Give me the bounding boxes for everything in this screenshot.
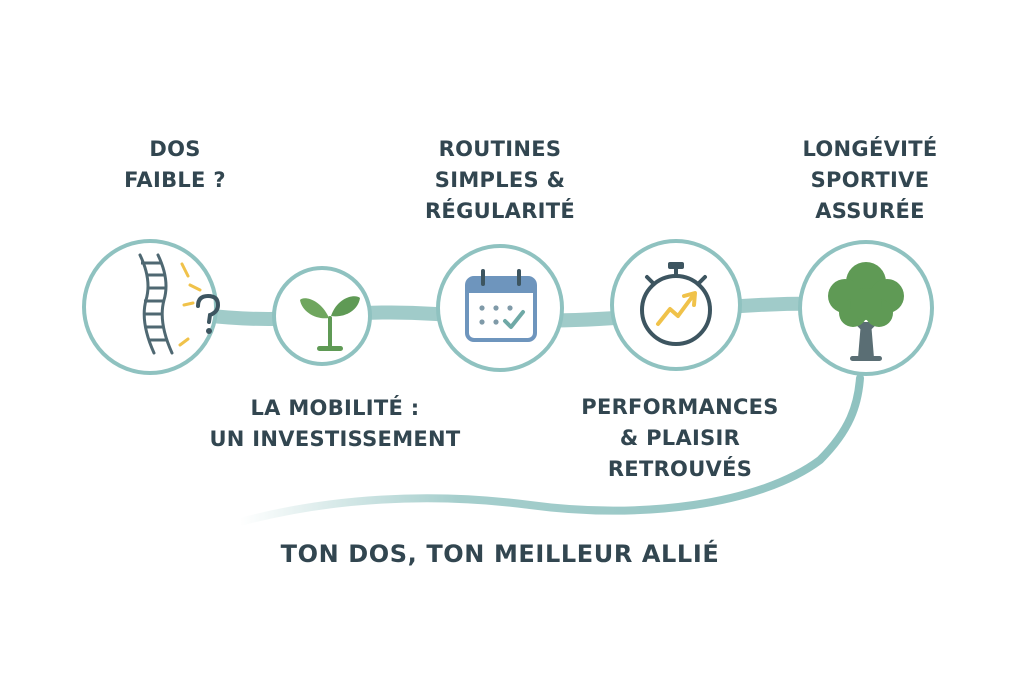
swoosh-tail: [236, 374, 864, 526]
sprout-icon: [300, 296, 360, 351]
tree-icon: [828, 262, 904, 361]
label-line: DOS: [149, 137, 201, 161]
step-circle-weak-back: [82, 239, 221, 375]
tagline: TON DOS, TON MEILLEUR ALLIÉ: [280, 540, 720, 568]
step-label-mobility: LA MOBILITÉ : UN INVESTISSEMENT: [180, 393, 490, 455]
step-circle-routines: [436, 244, 564, 372]
stopwatch-arrow-icon: [640, 262, 712, 346]
label-line: PERFORMANCES: [581, 395, 779, 419]
step-label-longevity: LONGÉVITÉ SPORTIVE ASSURÉE: [780, 134, 960, 227]
label-line: RETROUVÉS: [607, 457, 753, 481]
step-circle-performance: [610, 239, 742, 371]
step-circle-longevity: [798, 240, 934, 376]
label-line: UN INVESTISSEMENT: [209, 427, 461, 451]
label-line: ASSURÉE: [815, 199, 925, 223]
step-label-routines: ROUTINES SIMPLES & RÉGULARITÉ: [400, 134, 600, 227]
label-line: ROUTINES: [438, 137, 562, 161]
step-label-performance: PERFORMANCES & PLAISIR RETROUVÉS: [560, 392, 800, 485]
label-line: SIMPLES &: [434, 168, 566, 192]
label-line: & PLAISIR: [619, 426, 741, 450]
label-line: FAIBLE ?: [124, 168, 226, 192]
calendar-check-icon: [465, 269, 537, 342]
label-line: LA MOBILITÉ :: [250, 396, 420, 420]
step-label-weak-back: DOS FAIBLE ?: [100, 134, 250, 196]
label-line: RÉGULARITÉ: [424, 199, 576, 223]
label-line: SPORTIVE: [810, 168, 930, 192]
step-circle-mobility: [272, 266, 372, 366]
spine-question-icon: [138, 253, 221, 355]
label-line: LONGÉVITÉ: [802, 137, 938, 161]
